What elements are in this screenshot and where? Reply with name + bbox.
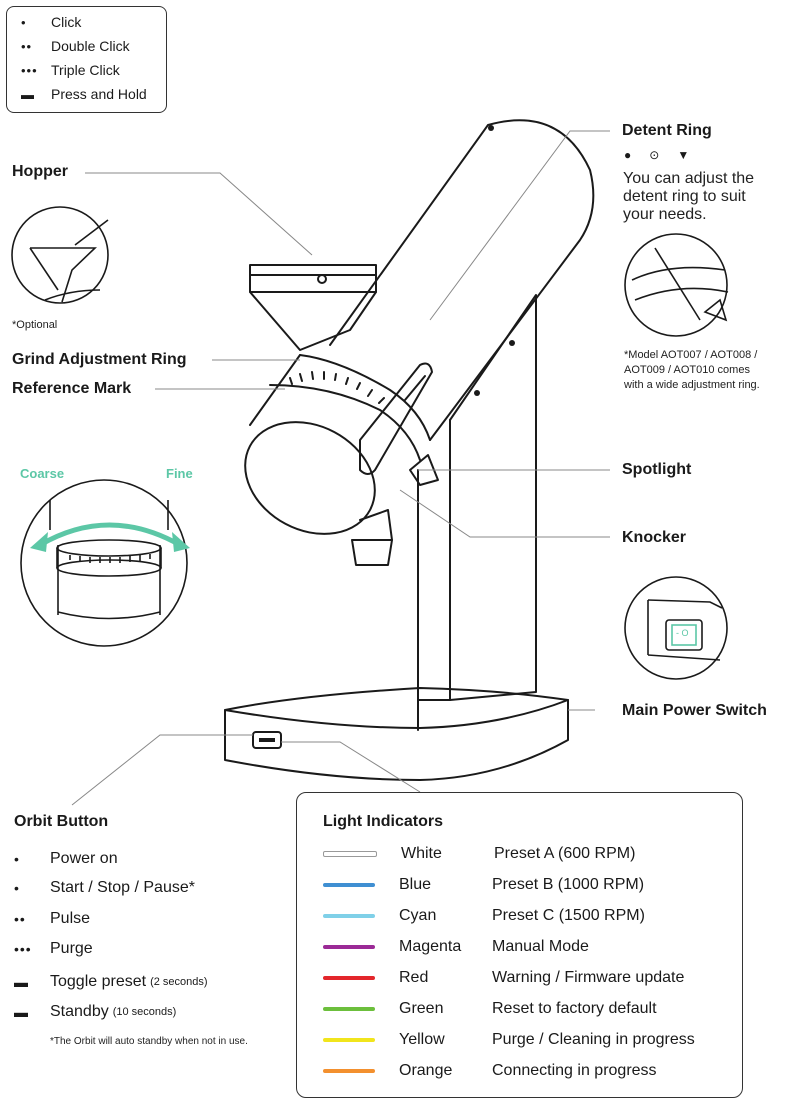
color-name: Red: [399, 969, 429, 986]
color-meaning: Reset to factory default: [492, 1000, 657, 1017]
legend-item: •••Triple Click: [21, 62, 120, 78]
knocker-label: Knocker: [622, 529, 687, 546]
color-meaning: Preset B (1000 RPM): [492, 876, 645, 893]
list-item: ▬Standby(10 seconds): [14, 1003, 177, 1020]
color-name: Cyan: [399, 907, 437, 924]
grind-ring-label: Grind Adjustment Ring: [12, 351, 187, 368]
light-row: Cyan Preset C (1500 RPM): [323, 903, 645, 929]
light-row: Yellow Purge / Cleaning in progress: [323, 1027, 695, 1053]
color-meaning: Preset C (1500 RPM): [492, 907, 645, 924]
color-name: White: [401, 845, 442, 862]
filled-dot-icon: ●: [624, 148, 632, 162]
color-swatch: [323, 945, 375, 949]
grinder-column: [417, 419, 451, 701]
list-item: ••Pulse: [14, 910, 91, 927]
list-item: •Power on: [14, 850, 118, 867]
light-indicators-panel: Light Indicators White Preset A (600 RPM)…: [296, 792, 743, 1098]
color-name: Yellow: [399, 1031, 445, 1048]
light-row: Orange Connecting in progress: [323, 1058, 657, 1084]
reference-mark-label: Reference Mark: [12, 380, 132, 397]
orbit-button-shape: [252, 731, 282, 749]
light-row: Magenta Manual Mode: [323, 934, 589, 960]
light-row: Green Reset to factory default: [323, 996, 657, 1022]
detent-ring-label: Detent Ring: [622, 122, 712, 139]
optional-note: *Optional: [12, 319, 58, 331]
color-swatch: [323, 851, 377, 857]
detent-symbols: ● ⊙ ▼: [624, 148, 689, 162]
color-swatch: [323, 976, 375, 980]
press-hold-glyph: ▬: [21, 86, 35, 102]
legend-item: •Click: [21, 14, 82, 30]
model-note: *Model AOT007 / AOT008 / AOT009 / AOT010…: [624, 349, 760, 391]
color-name: Orange: [399, 1062, 453, 1079]
legend-item: ▬Press and Hold: [21, 86, 147, 102]
list-item: ▬Toggle preset(2 seconds): [14, 973, 208, 990]
legend-item: ••Double Click: [21, 38, 130, 54]
color-meaning: Warning / Firmware update: [492, 969, 685, 986]
list-item: •Start / Stop / Pause*: [14, 879, 195, 896]
color-name: Magenta: [399, 938, 462, 955]
list-item: •••Purge: [14, 940, 93, 957]
fine-label: Fine: [166, 466, 193, 481]
triple-click-glyph: •••: [21, 62, 38, 78]
color-name: Green: [399, 1000, 444, 1017]
color-meaning: Connecting in progress: [492, 1062, 657, 1079]
color-swatch: [323, 1007, 375, 1011]
grinder-body: [329, 119, 595, 441]
spotlight-label: Spotlight: [622, 461, 692, 478]
main-power-label: Main Power Switch: [622, 702, 767, 719]
light-title: Light Indicators: [323, 813, 443, 830]
color-meaning: Purge / Cleaning in progress: [492, 1031, 695, 1048]
color-swatch: [323, 1038, 375, 1042]
color-swatch: [323, 883, 375, 887]
grinder-base: [224, 687, 569, 781]
color-meaning: Manual Mode: [492, 938, 589, 955]
detent-desc: You can adjust the detent ring to suit y…: [623, 170, 755, 223]
double-click-glyph: ••: [21, 38, 33, 54]
orbit-footnote: *The Orbit will auto standby when not in…: [50, 1036, 248, 1047]
light-row: White Preset A (600 RPM): [323, 841, 635, 867]
triangle-down-icon: ▼: [677, 148, 690, 162]
color-swatch: [323, 914, 375, 918]
legend-panel: •Click ••Double Click •••Triple Click ▬P…: [6, 6, 167, 113]
color-meaning: Preset A (600 RPM): [494, 845, 636, 862]
ring-dot-icon: ⊙: [649, 148, 660, 162]
color-name: Blue: [399, 876, 432, 893]
click-glyph: •: [21, 14, 27, 30]
color-swatch: [323, 1069, 375, 1073]
light-row: Blue Preset B (1000 RPM): [323, 872, 644, 898]
light-row: Red Warning / Firmware update: [323, 965, 684, 991]
coarse-fine-arrow: [38, 522, 182, 548]
switch-text: - O: [676, 628, 689, 638]
orbit-title: Orbit Button: [14, 813, 109, 830]
coarse-label: Coarse: [20, 466, 65, 481]
hopper-label: Hopper: [12, 163, 68, 180]
